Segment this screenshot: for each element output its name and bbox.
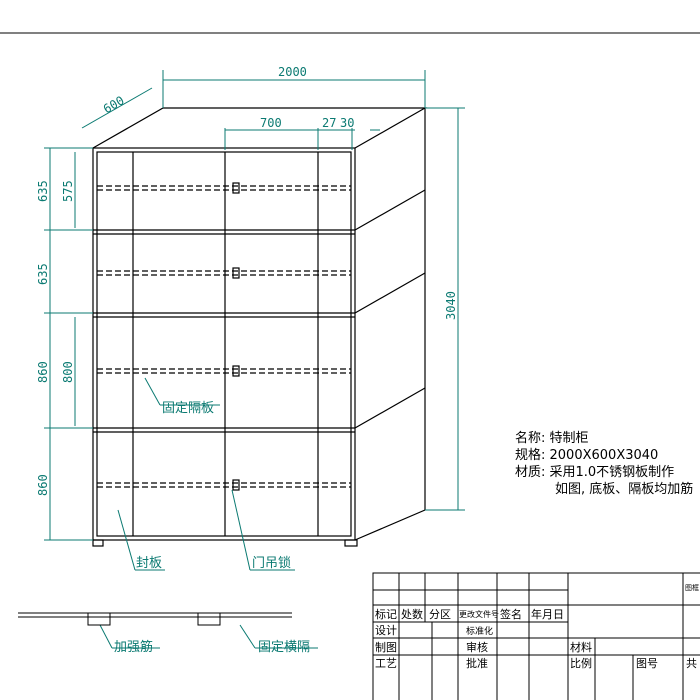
- tb-header-zone: 分区: [429, 608, 451, 621]
- tb-header-change: 更改文件号: [459, 609, 499, 619]
- dim-inner-1: 575: [61, 180, 75, 202]
- tb-design: 设计: [375, 624, 397, 637]
- dim-row-2: 635: [36, 263, 50, 285]
- tb-total: 共: [686, 657, 697, 670]
- dim-depth: 600: [101, 93, 127, 116]
- tb-scale: 比例: [570, 656, 592, 670]
- label-seal-plate: 封板: [136, 556, 162, 571]
- note-name: 名称: 特制柜: [515, 431, 589, 446]
- tb-approve: 批准: [466, 656, 488, 670]
- dim-height: 3040: [444, 291, 458, 320]
- tb-header-count: 处数: [401, 608, 423, 621]
- note-material: 材质: 采用1.0不锈钢板制作: [515, 465, 675, 480]
- dim-gap1: 27: [322, 116, 336, 130]
- tb-process: 工艺: [375, 657, 397, 670]
- dim-width: 2000: [278, 65, 307, 79]
- note-material-2: 如图, 底板、隔板均加筋: [555, 482, 694, 497]
- tb-review: 审核: [466, 640, 488, 654]
- label-door-lock: 门吊锁: [252, 555, 291, 571]
- tb-header-mark: 标记: [375, 607, 397, 621]
- tb-material: 材料: [570, 640, 592, 654]
- label-stiffener: 加强筋: [114, 639, 153, 655]
- label-fixed-shelf: 固定隔板: [162, 401, 214, 416]
- note-spec: 规格: 2000X600X3040: [515, 448, 659, 463]
- dim-gap2: 30: [340, 116, 354, 130]
- tb-drawing-no: 图号: [636, 657, 658, 670]
- dim-row-3: 860: [36, 361, 50, 383]
- dim-row-4: 860: [36, 474, 50, 496]
- cabinet: [92, 107, 428, 547]
- tb-drawing: 制图: [375, 641, 397, 654]
- dim-row-1: 635: [36, 180, 50, 202]
- title-block: [372, 572, 700, 700]
- spec-notes: 名称: 特制柜 规格: 2000X600X3040 材质: 采用1.0不锈钢板制…: [515, 430, 693, 498]
- label-fixed-rail: 固定横隔: [258, 640, 310, 655]
- tb-header-sign: 签名: [500, 607, 522, 621]
- bottom-section: [18, 612, 292, 626]
- tb-standard: 标准化: [466, 625, 493, 637]
- dim-door: 700: [260, 116, 282, 130]
- dimension-lines: [44, 70, 465, 649]
- dim-inner-2: 800: [61, 361, 75, 383]
- tb-corner: 图框: [685, 583, 699, 592]
- tb-header-date: 年月日: [531, 607, 564, 621]
